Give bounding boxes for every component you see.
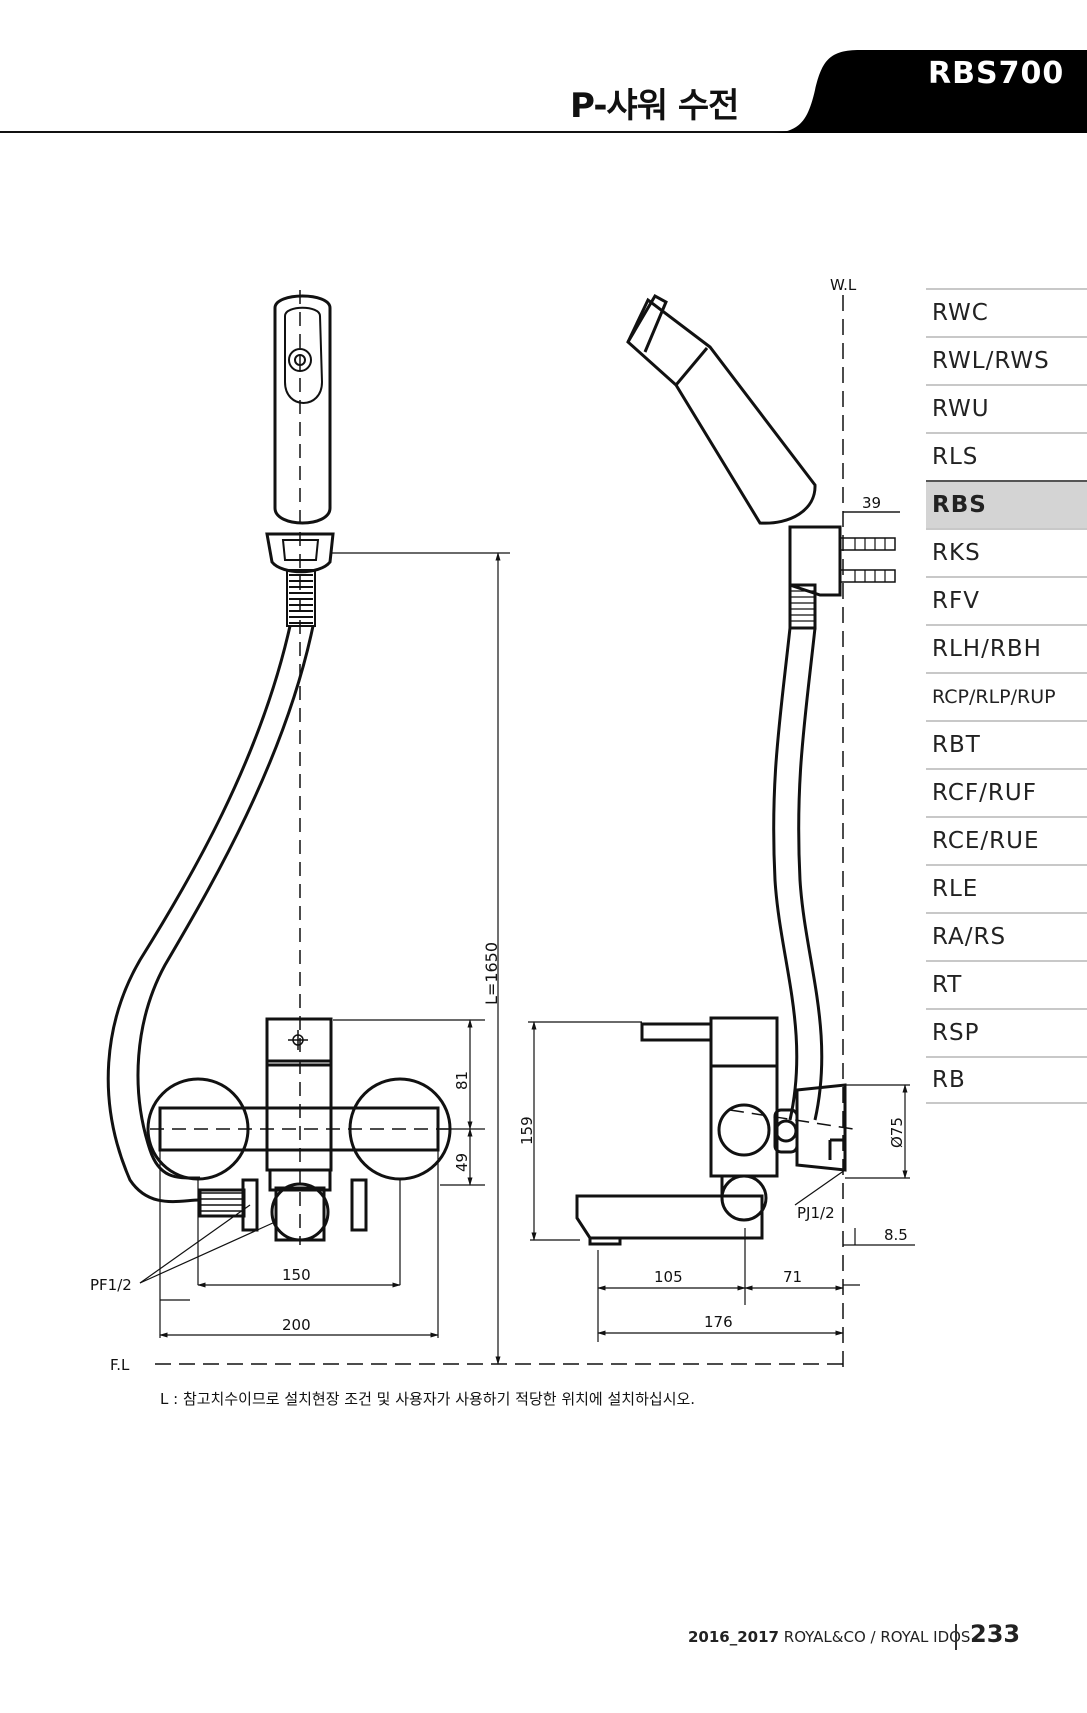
nav-item-label: RWC [932, 300, 989, 326]
nav-item-rb[interactable]: RB [926, 1056, 1087, 1104]
pj-label: PJ1/2 [797, 1204, 835, 1222]
nav-item-rwc[interactable]: RWC [926, 288, 1087, 336]
dim-75: Ø75 [888, 1117, 906, 1148]
nav-item-rls[interactable]: RLS [926, 432, 1087, 480]
front-shower-head [273, 294, 332, 525]
nav-item-rsp[interactable]: RSP [926, 1008, 1087, 1056]
nav-item-label: RLE [932, 876, 979, 902]
nav-item-rt[interactable]: RT [926, 960, 1087, 1008]
nav-item-label: RLS [932, 444, 979, 470]
side-shower-head [626, 293, 817, 525]
dim-length: L=1650 [482, 942, 501, 1005]
footer-brand: ROYAL&CO / ROYAL IDOS [779, 1628, 971, 1646]
nav-item-label: RBT [932, 732, 981, 758]
page-title: P-샤워 수전 [570, 86, 739, 126]
nav-item-ra-rs[interactable]: RA/RS [926, 912, 1087, 960]
nav-item-label: RFV [932, 588, 980, 614]
nav-item-rwu[interactable]: RWU [926, 384, 1087, 432]
nav-item-rcp-rlp-rup[interactable]: RCP/RLP/RUP [926, 672, 1087, 720]
nav-item-label: RCF/RUF [932, 780, 1037, 806]
nav-item-label: RKS [932, 540, 981, 566]
side-dimensions [528, 511, 915, 1342]
dim-71: 71 [783, 1268, 802, 1286]
model-tab-shape [770, 50, 1087, 133]
footer-years: 2016_2017 [688, 1628, 779, 1646]
dim-159: 159 [518, 1116, 536, 1145]
page-number: 233 [970, 1620, 1021, 1648]
dim-150: 150 [282, 1266, 311, 1284]
front-hose [106, 625, 315, 1204]
dim-39: 39 [862, 494, 881, 512]
nav-item-label: RCP/RLP/RUP [932, 686, 1056, 708]
dim-81: 81 [453, 1071, 471, 1090]
nav-item-label: RBS [932, 492, 987, 518]
nav-item-rlh-rbh[interactable]: RLH/RBH [926, 624, 1087, 672]
dim-85: 8.5 [884, 1226, 908, 1244]
nav-item-label: RA/RS [932, 924, 1007, 950]
dim-105: 105 [654, 1268, 683, 1286]
series-nav: RWC RWL/RWS RWU RLS RBS RKS RFV RLH/RBH … [926, 288, 1087, 1104]
installation-note: L : 참고치수이므로 설치현장 조건 및 사용자가 사용하기 적당한 위치에 … [160, 1390, 696, 1408]
nav-item-label: RCE/RUE [932, 828, 1040, 854]
nav-item-label: RLH/RBH [932, 636, 1042, 662]
wl-label: W.L [830, 276, 857, 294]
side-hose [772, 627, 824, 1121]
nav-item-rwl-rws[interactable]: RWL/RWS [926, 336, 1087, 384]
footer-divider [955, 1624, 957, 1650]
fl-label: F.L [110, 1356, 130, 1374]
nav-item-label: RWU [932, 396, 990, 422]
nav-item-rbt[interactable]: RBT [926, 720, 1087, 768]
model-code: RBS700 [928, 56, 1065, 91]
nav-item-rks[interactable]: RKS [926, 528, 1087, 576]
nav-item-rcf-ruf[interactable]: RCF/RUF [926, 768, 1087, 816]
nav-item-label: RSP [932, 1020, 980, 1046]
nav-item-rfv[interactable]: RFV [926, 576, 1087, 624]
dim-200: 200 [282, 1316, 311, 1334]
front-shower-holder [265, 532, 335, 627]
nav-item-rce-rue[interactable]: RCE/RUE [926, 816, 1087, 864]
nav-item-label: RWL/RWS [932, 348, 1050, 374]
header-rule [0, 131, 1087, 133]
nav-item-rle[interactable]: RLE [926, 864, 1087, 912]
pf-label: PF1/2 [90, 1276, 132, 1294]
nav-item-label: RB [932, 1067, 966, 1093]
nav-item-rbs[interactable]: RBS [926, 480, 1087, 528]
footer-credit: 2016_2017 ROYAL&CO / ROYAL IDOS [688, 1628, 970, 1646]
dim-176: 176 [704, 1313, 733, 1331]
dim-49: 49 [453, 1153, 471, 1172]
nav-item-label: RT [932, 972, 963, 998]
front-dimensions [139, 552, 510, 1365]
